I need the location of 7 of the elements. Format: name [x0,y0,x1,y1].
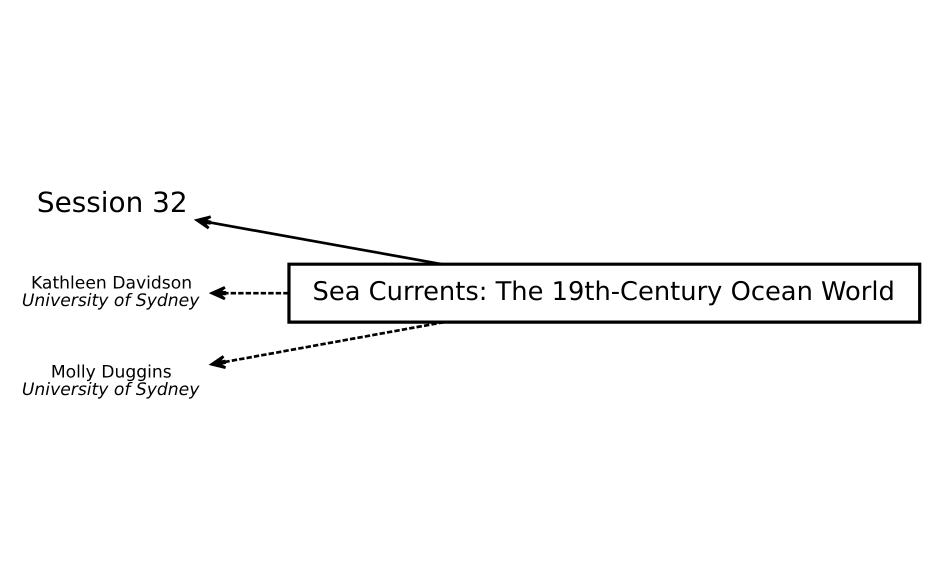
arrow [195,214,442,265]
node-text: Kathleen Davidson University of Sydney [21,273,199,310]
arrow [210,320,444,369]
node-text: Session 32 [36,185,188,218]
node-text: Molly Duggins University of Sydney [21,362,199,400]
arrow [210,286,288,300]
node-box: Sea Currents: The 19th-Century Ocean World [286,262,921,324]
